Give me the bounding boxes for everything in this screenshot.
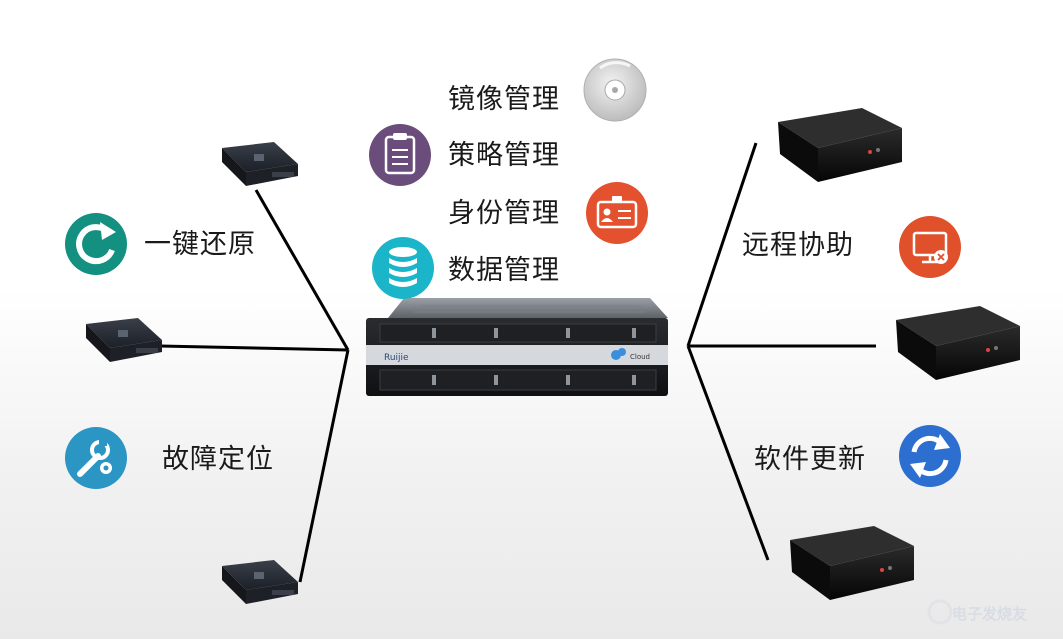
label-one-key-restore: 一键还原 — [144, 229, 256, 260]
label-data-management: 数据管理 — [448, 255, 560, 286]
thin-client-left-middle — [86, 318, 162, 362]
id-card-icon — [586, 182, 648, 244]
line-left-top — [254, 189, 350, 351]
clipboard-icon — [369, 124, 431, 186]
black-box-right-bottom — [790, 526, 914, 600]
remote-desktop-icon — [899, 216, 961, 278]
line-left-middle — [159, 344, 349, 352]
thin-client-left-top — [222, 142, 298, 186]
database-icon — [372, 237, 434, 299]
label-fault-location: 故障定位 — [162, 444, 274, 475]
left-connector-lines — [159, 189, 350, 583]
sync-icon — [899, 425, 961, 487]
server-badge: Cloud — [630, 353, 650, 361]
black-box-right-top — [778, 108, 902, 182]
label-software-update: 软件更新 — [754, 444, 866, 475]
label-identity-management: 身份管理 — [448, 198, 560, 229]
label-policy-management: 策略管理 — [448, 140, 560, 171]
watermark-logo-icon — [927, 599, 953, 625]
thin-client-left-bottom — [222, 560, 298, 604]
disc-icon — [583, 58, 647, 122]
watermark-text: 电子发烧友 — [952, 605, 1028, 623]
wrench-gear-icon — [65, 427, 127, 489]
right-connector-lines — [686, 142, 876, 561]
server-brand: Ruijie — [384, 353, 409, 363]
line-left-bottom — [298, 349, 350, 583]
label-image-management: 镜像管理 — [448, 84, 560, 115]
restore-arrow-icon — [65, 213, 127, 275]
server: Ruijie Cloud — [366, 298, 668, 396]
line-right-bottom — [686, 345, 770, 561]
label-remote-assistance: 远程协助 — [742, 230, 854, 261]
black-box-right-middle — [896, 306, 1020, 380]
line-right-top — [686, 142, 758, 347]
